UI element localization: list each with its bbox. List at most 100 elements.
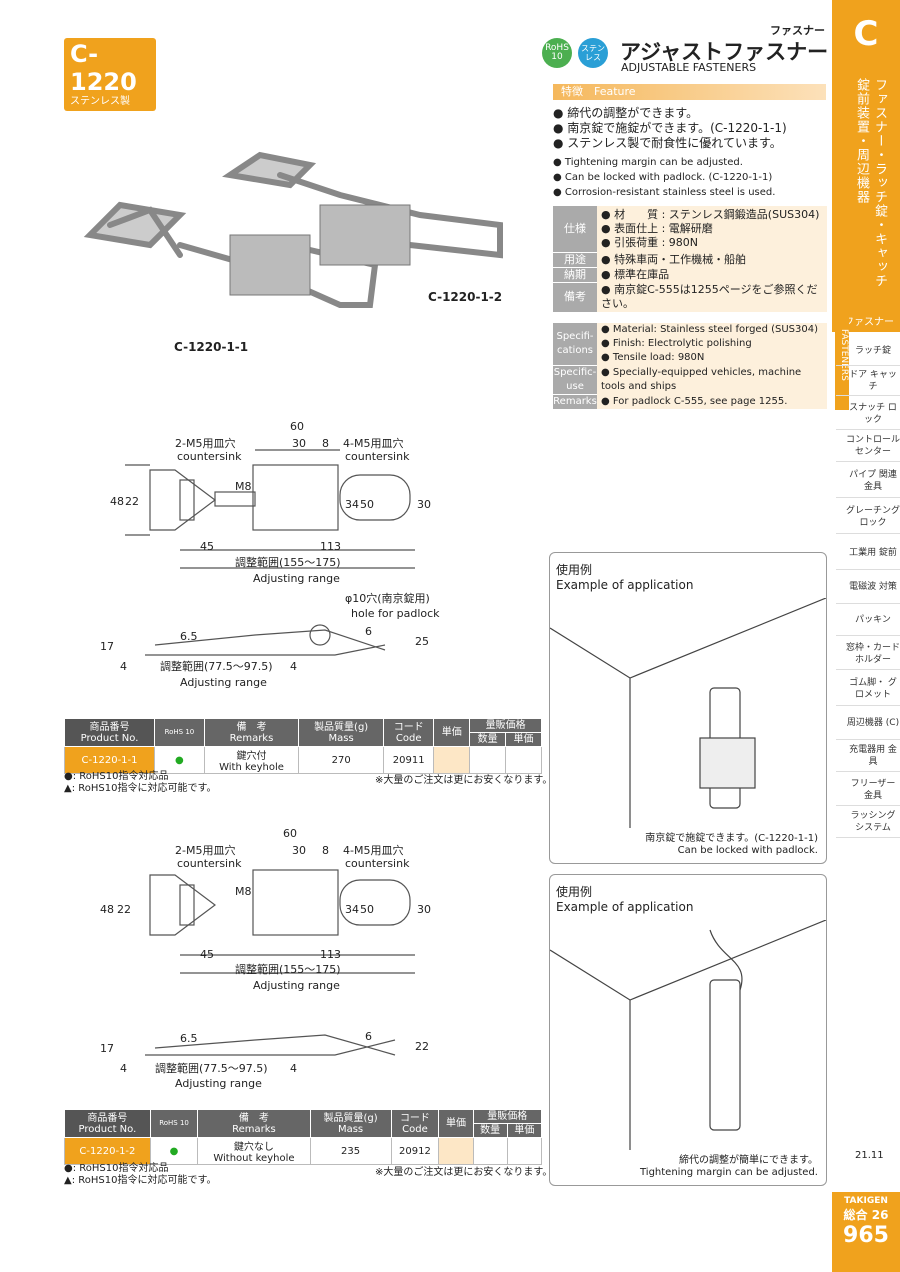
holes2-en: countersink bbox=[177, 450, 242, 463]
sidebar-nav-item[interactable]: 充電器用 金具 bbox=[836, 740, 900, 772]
dim-45: 45 bbox=[200, 540, 214, 553]
holes4-ja-b: 4-M5用皿穴 bbox=[343, 843, 403, 857]
d4b-b: 4 bbox=[290, 1062, 297, 1075]
product-photo bbox=[83, 151, 503, 308]
feature-en-list: ● Tightening margin can be adjusted. ● C… bbox=[553, 157, 776, 198]
sidebar-nav-item[interactable]: グレーチング ロック bbox=[836, 500, 900, 534]
dim-30: 30 bbox=[292, 437, 306, 450]
dim-8: 8 bbox=[322, 437, 329, 450]
footer-page-block: TAKIGEN 総合 26 965 bbox=[832, 1192, 900, 1272]
holes2-ja-b: 2-M5用皿穴 bbox=[175, 843, 235, 857]
d4-b: 4 bbox=[120, 1062, 127, 1075]
drawing-top-2: 60 30 8 2-M5用皿穴 countersink 4-M5用皿穴 coun… bbox=[100, 827, 431, 992]
dim-60: 60 bbox=[290, 420, 304, 433]
page-title: アジャストファスナー bbox=[620, 40, 829, 64]
d65: 6.5 bbox=[180, 630, 198, 643]
material-sub: ステンレス製 bbox=[70, 96, 130, 107]
sidebar-nav-item[interactable]: ゴム脚・ グロメット bbox=[836, 672, 900, 706]
bulk-note-1: ※大量のご注文は更にお安くなります。 bbox=[375, 775, 553, 786]
notes-2: ●: RoHS10指令対応品▲: RoHS10指令に対応可能です。 bbox=[64, 1163, 217, 1186]
app1-title-en: Example of application bbox=[556, 578, 694, 592]
dim-34: 34 bbox=[345, 498, 359, 511]
sidebar-nav-item[interactable]: 電磁波 対策 bbox=[836, 570, 900, 604]
fasteners-en-label: FASTENERS bbox=[835, 300, 849, 410]
adj2-en: Adjusting range bbox=[180, 676, 267, 689]
sidebar-nav-item[interactable]: パイプ 関連金具 bbox=[836, 464, 900, 498]
pad-en: hole for padlock bbox=[351, 607, 440, 620]
dim-50: 50 bbox=[360, 498, 374, 511]
dim-50-b: 50 bbox=[360, 903, 374, 916]
adj-ja-b: 調整範囲(155〜175) bbox=[235, 962, 341, 976]
sidebar-nav-item[interactable]: ラッチ錠 bbox=[836, 336, 900, 366]
holes4-ja: 4-M5用皿穴 bbox=[343, 436, 403, 450]
dim-30-b: 30 bbox=[292, 844, 306, 857]
dim-48: 48 bbox=[110, 495, 124, 508]
sidebar-nav-item[interactable]: 工業用 錠前 bbox=[836, 536, 900, 570]
d6-b: 6 bbox=[365, 1030, 372, 1043]
dim-22-b: 22 bbox=[117, 903, 131, 916]
app1-cap-en: Can be locked with padlock. bbox=[677, 845, 818, 856]
feature-ja-item: ● 南京錠で施錠ができます。(C-1220-1-1) bbox=[553, 121, 787, 135]
category-small: ファスナー bbox=[770, 24, 825, 37]
m8-b: M8 bbox=[235, 885, 252, 898]
holes4-en-b: countersink bbox=[345, 857, 410, 870]
sidebar-nav-item[interactable]: 窓枠・カード ホルダー bbox=[836, 638, 900, 670]
sidebar-nav-item[interactable]: ドア キャッチ bbox=[836, 366, 900, 396]
product-code-tag: C-1220 ステンレス製 bbox=[64, 38, 156, 111]
application-box-2: 使用例 Example of application 締代の調整が簡単にできます… bbox=[549, 874, 827, 1186]
page-title-en: ADJUSTABLE FASTENERS bbox=[621, 61, 757, 74]
d6: 6 bbox=[365, 625, 372, 638]
d25: 25 bbox=[415, 635, 429, 648]
adj-ja: 調整範囲(155〜175) bbox=[235, 555, 341, 569]
spec-table-en: Specifi-cations● Material: Stainless ste… bbox=[553, 323, 827, 410]
dim-48-b: 48 bbox=[100, 903, 114, 916]
d65-b: 6.5 bbox=[180, 1032, 198, 1045]
dim-113: 113 bbox=[320, 540, 341, 553]
feature-label-ja: 特徴 bbox=[561, 85, 583, 98]
footer-sogo: 総合 26 bbox=[843, 1208, 889, 1222]
dim-45-b: 45 bbox=[200, 948, 214, 961]
pad-ja: φ10穴(南京錠用) bbox=[345, 591, 430, 605]
dim-34-b: 34 bbox=[345, 903, 359, 916]
app2-title-ja: 使用例 bbox=[556, 885, 593, 899]
sidebar-nav-item[interactable]: パッキン bbox=[836, 604, 900, 636]
product-code: C-1220 bbox=[70, 40, 137, 96]
category-vertical2: 錠前装置・周辺機器 bbox=[854, 78, 869, 204]
notes-1: ●: RoHS10指令対応品▲: RoHS10指令に対応可能です。 bbox=[64, 771, 217, 794]
application-box-1: 使用例 Example of application 南京錠で施錠できます。(C… bbox=[549, 552, 827, 864]
app2-illustration bbox=[550, 920, 826, 1150]
category-letter: C bbox=[832, 0, 900, 68]
holes2-en-b: countersink bbox=[177, 857, 242, 870]
photo-label-2: C-1220-1-2 bbox=[428, 290, 503, 304]
adj-en-b: Adjusting range bbox=[253, 979, 340, 992]
stainless-badge-icon: ステンレス bbox=[578, 38, 608, 68]
photo-label-1: C-1220-1-1 bbox=[174, 340, 249, 354]
dim-113-b: 113 bbox=[320, 948, 341, 961]
category-strip: ファスナー・ラッチ錠・キャッチ 錠前装置・周辺機器 bbox=[832, 68, 900, 308]
feature-ja-list: ● 締代の調整ができます。 ● 南京錠で施錠ができます。(C-1220-1-1)… bbox=[553, 106, 787, 151]
d22: 22 bbox=[415, 1040, 429, 1053]
bulk-note-2: ※大量のご注文は更にお安くなります。 bbox=[375, 1167, 553, 1178]
feature-ja-item: ● 締代の調整ができます。 bbox=[553, 106, 699, 120]
sidebar-nav-item[interactable]: スナッチ ロック bbox=[836, 398, 900, 430]
dim-60-b: 60 bbox=[283, 827, 297, 840]
adj2-ja: 調整範囲(77.5〜97.5) bbox=[160, 659, 273, 673]
footer-date: 21.11 bbox=[855, 1150, 884, 1161]
dim-8-b: 8 bbox=[322, 844, 329, 857]
app2-title-en: Example of application bbox=[556, 900, 694, 914]
sidebar-nav-item[interactable]: コントロール センター bbox=[836, 430, 900, 462]
sidebar-nav-item[interactable]: ラッシング システム bbox=[836, 806, 900, 838]
sidebar-nav-item[interactable]: フリーザー 金具 bbox=[836, 774, 900, 806]
category-vertical: ファスナー・ラッチ錠・キャッチ bbox=[872, 78, 887, 288]
app1-title-ja: 使用例 bbox=[556, 563, 593, 577]
drawing-side-1: φ10穴(南京錠用) hole for padlock 17 6.5 4 4 6… bbox=[100, 591, 440, 689]
drawing-top-1: 60 30 8 2-M5用皿穴 countersink 4-M5用皿穴 coun… bbox=[110, 420, 431, 585]
m8: M8 bbox=[235, 480, 252, 493]
adj-en: Adjusting range bbox=[253, 572, 340, 585]
feature-ja-item: ● ステンレス製で耐食性に優れています。 bbox=[553, 136, 782, 150]
dim-30b-b: 30 bbox=[417, 903, 431, 916]
sidebar-nav-item[interactable]: 周辺機器 (C) bbox=[836, 706, 900, 740]
